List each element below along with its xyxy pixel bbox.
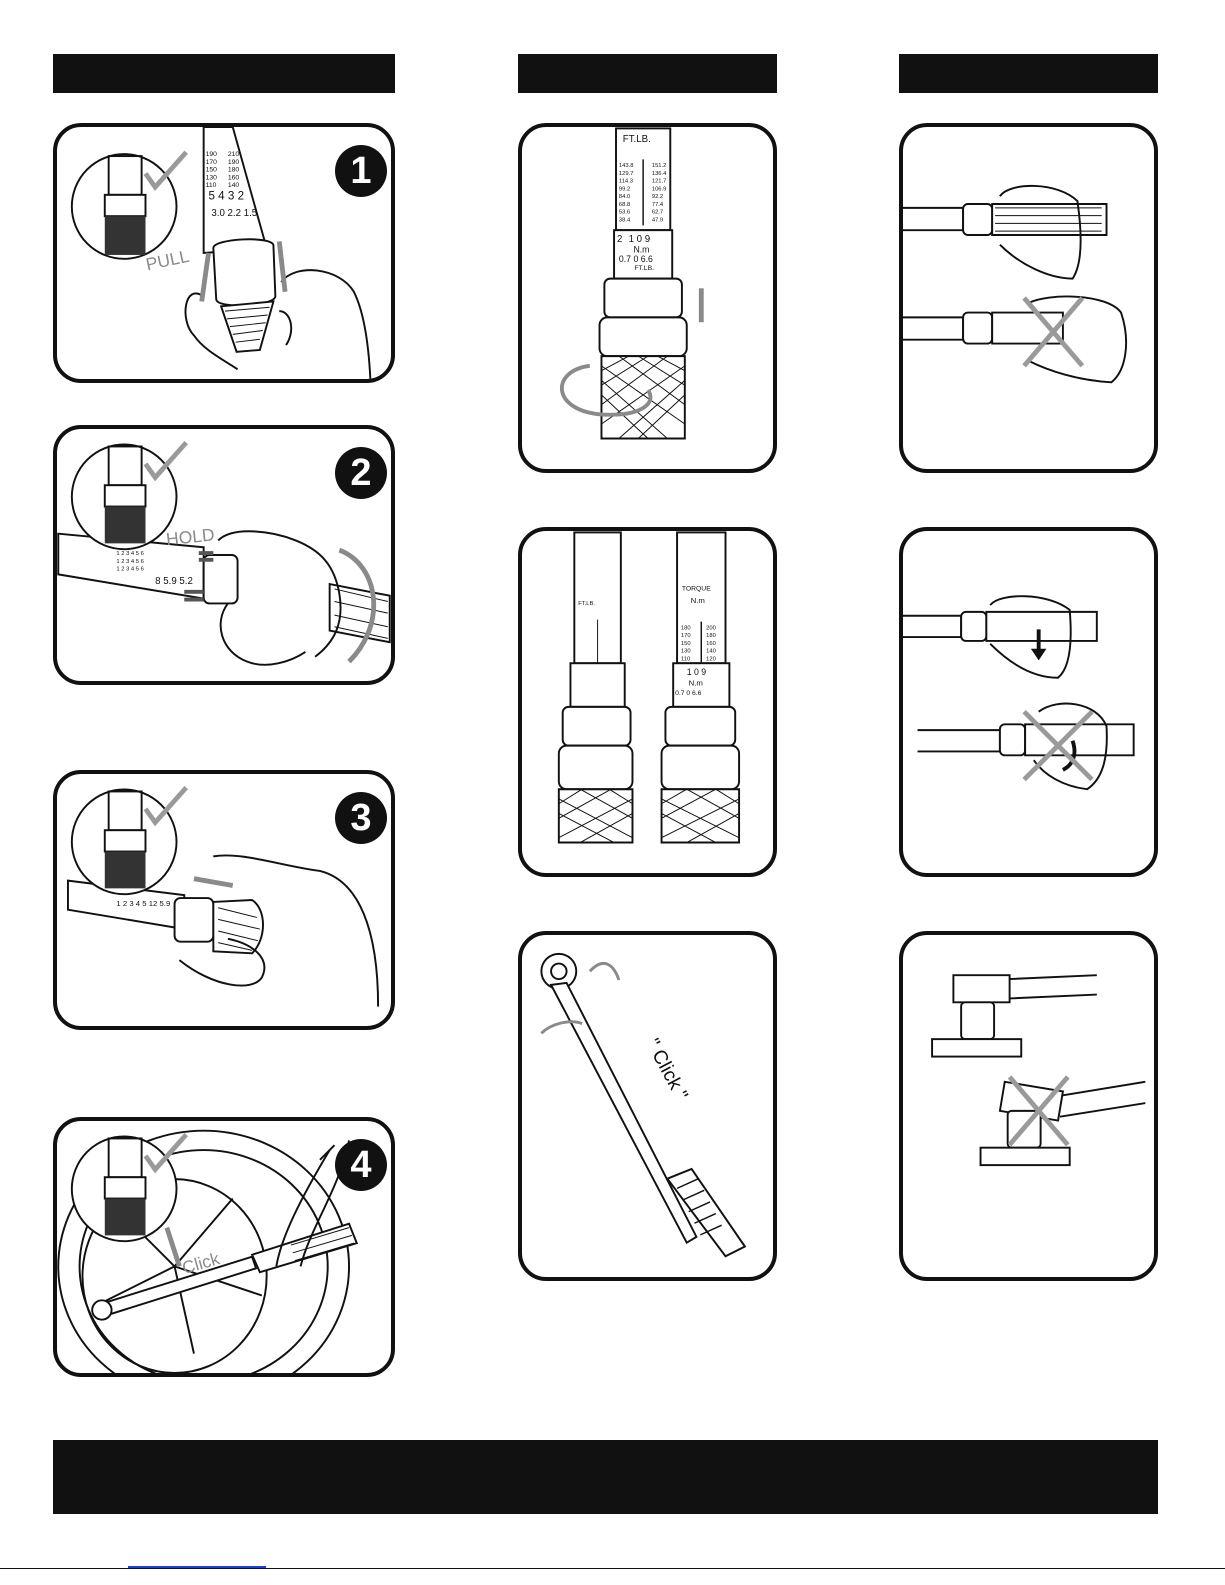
svg-text:3.0 2.2 1.5: 3.0 2.2 1.5	[211, 208, 257, 219]
column-header-bar-left	[53, 54, 395, 93]
scale-nm-right: N.m	[691, 596, 705, 605]
svg-text:160: 160	[706, 641, 716, 647]
svg-text:84.0: 84.0	[619, 194, 630, 200]
svg-text:180: 180	[706, 633, 716, 639]
pull-direction-illustration	[903, 595, 1135, 791]
svg-text:210: 210	[228, 151, 240, 158]
svg-text:143.8: 143.8	[619, 163, 634, 169]
svg-text:170: 170	[206, 159, 218, 166]
column-header-bar-right	[899, 54, 1158, 93]
svg-text:140: 140	[706, 649, 716, 655]
scale-ftlb-top: FT.LB.	[623, 134, 651, 145]
svg-text:129.7: 129.7	[619, 171, 634, 177]
svg-text:47.9: 47.9	[652, 217, 663, 223]
scale-setting-panel: FT.LB. 143.8 129.7 114.3 99.2 84.0 68.8 53.6…	[518, 123, 777, 473]
svg-text:130: 130	[206, 174, 218, 181]
grip-position-panel	[899, 123, 1158, 473]
bottom-link-underline[interactable]	[128, 1566, 266, 1568]
svg-text:200: 200	[706, 625, 716, 631]
hold-label: HOLD	[165, 524, 215, 549]
svg-text:62.7: 62.7	[652, 210, 663, 216]
svg-text:150: 150	[206, 167, 218, 174]
pull-direction-panel	[899, 527, 1158, 877]
click-label: " Click "	[642, 1035, 693, 1104]
scale-nm-label: N.m	[633, 244, 649, 254]
click-illustration: " Click "	[540, 952, 747, 1258]
svg-text:99.2: 99.2	[619, 186, 630, 192]
socket-alignment-illustration	[931, 974, 1146, 1167]
svg-text:38.4: 38.4	[619, 217, 631, 223]
svg-text:140: 140	[228, 182, 240, 189]
click-panel: " Click "	[518, 931, 777, 1281]
svg-text:170: 170	[681, 633, 691, 639]
svg-text:8 5.9 5.2: 8 5.9 5.2	[155, 576, 193, 587]
svg-text:160: 160	[228, 174, 240, 181]
svg-text:77.4: 77.4	[652, 202, 664, 208]
svg-text:180: 180	[681, 625, 691, 631]
svg-text:92.2: 92.2	[652, 194, 663, 200]
svg-text:130: 130	[681, 649, 691, 655]
step-2-number-badge: 2	[335, 447, 387, 499]
step-3-panel: 1 2 3 4 5 12 5.9 3	[53, 770, 395, 1030]
svg-text:110: 110	[206, 182, 217, 189]
svg-text:106.9: 106.9	[652, 186, 667, 192]
svg-text:1 2 3 4 5 6: 1 2 3 4 5 6	[116, 559, 143, 565]
svg-text:190: 190	[206, 151, 218, 158]
socket-alignment-panel	[899, 931, 1158, 1281]
svg-text:150: 150	[681, 641, 691, 647]
svg-text:121.7: 121.7	[652, 179, 667, 185]
step-4-number-badge: 4	[335, 1139, 387, 1191]
svg-text:1 2 3 4 5 6: 1 2 3 4 5 6	[116, 551, 143, 557]
svg-text:114.3: 114.3	[619, 179, 633, 185]
scale-digits-main-right: 1 0 9	[687, 667, 707, 677]
step-1-number-badge: 1	[335, 145, 387, 197]
svg-text:190: 190	[228, 159, 240, 166]
scale-ftlb-sub: FT.LB.	[634, 265, 654, 272]
svg-text:68.8: 68.8	[619, 202, 630, 208]
svg-text:110: 110	[681, 656, 690, 662]
svg-text:151.2: 151.2	[652, 163, 667, 169]
step-2-panel: 1 2 3 4 5 6 1 2 3 4 5 6 1 2 3 4 5 6 8 5.9 …	[53, 425, 395, 685]
grip-position-illustration	[903, 184, 1128, 384]
svg-text:180: 180	[228, 167, 240, 174]
footer-bar	[53, 1440, 1158, 1514]
scale-digits-sub-right: 0.7 0 6.6	[675, 690, 702, 697]
svg-text:1 2 3 4 5 12 5.9: 1 2 3 4 5 12 5.9	[116, 899, 170, 908]
svg-text:120: 120	[706, 656, 716, 662]
bottom-rule	[0, 1568, 1225, 1569]
step-3-illustration: 1 2 3 4 5 12 5.9	[66, 785, 380, 1007]
scale-torque-label: TORQUE	[682, 586, 711, 593]
scale-digits-left: 2	[617, 234, 622, 245]
step-2-illustration: 1 2 3 4 5 6 1 2 3 4 5 6 1 2 3 4 5 6 8 5.9 …	[57, 440, 391, 666]
svg-text:53.6: 53.6	[619, 210, 630, 216]
column-header-bar-middle	[518, 54, 777, 93]
svg-text:136.4: 136.4	[652, 171, 667, 177]
step-4-panel: Click 4	[53, 1117, 395, 1377]
svg-text:5 4 3 2: 5 4 3 2	[208, 190, 244, 203]
scale-setting-illustration: FT.LB. 143.8 129.7 114.3 99.2 84.0 68.8 53.6…	[560, 127, 704, 440]
step-3-number-badge: 3	[335, 792, 387, 844]
scale-digits-main: 1 0 9	[629, 234, 651, 245]
scale-digits-sub: 0.7 0 6.6	[619, 254, 653, 264]
svg-text:1 2 3 4 5 6: 1 2 3 4 5 6	[116, 567, 143, 573]
scale-nm-right-sub: N.m	[689, 679, 703, 688]
step-4-illustration: Click	[57, 1129, 359, 1373]
scale-ftlb-left: FT.LB.	[578, 601, 595, 607]
